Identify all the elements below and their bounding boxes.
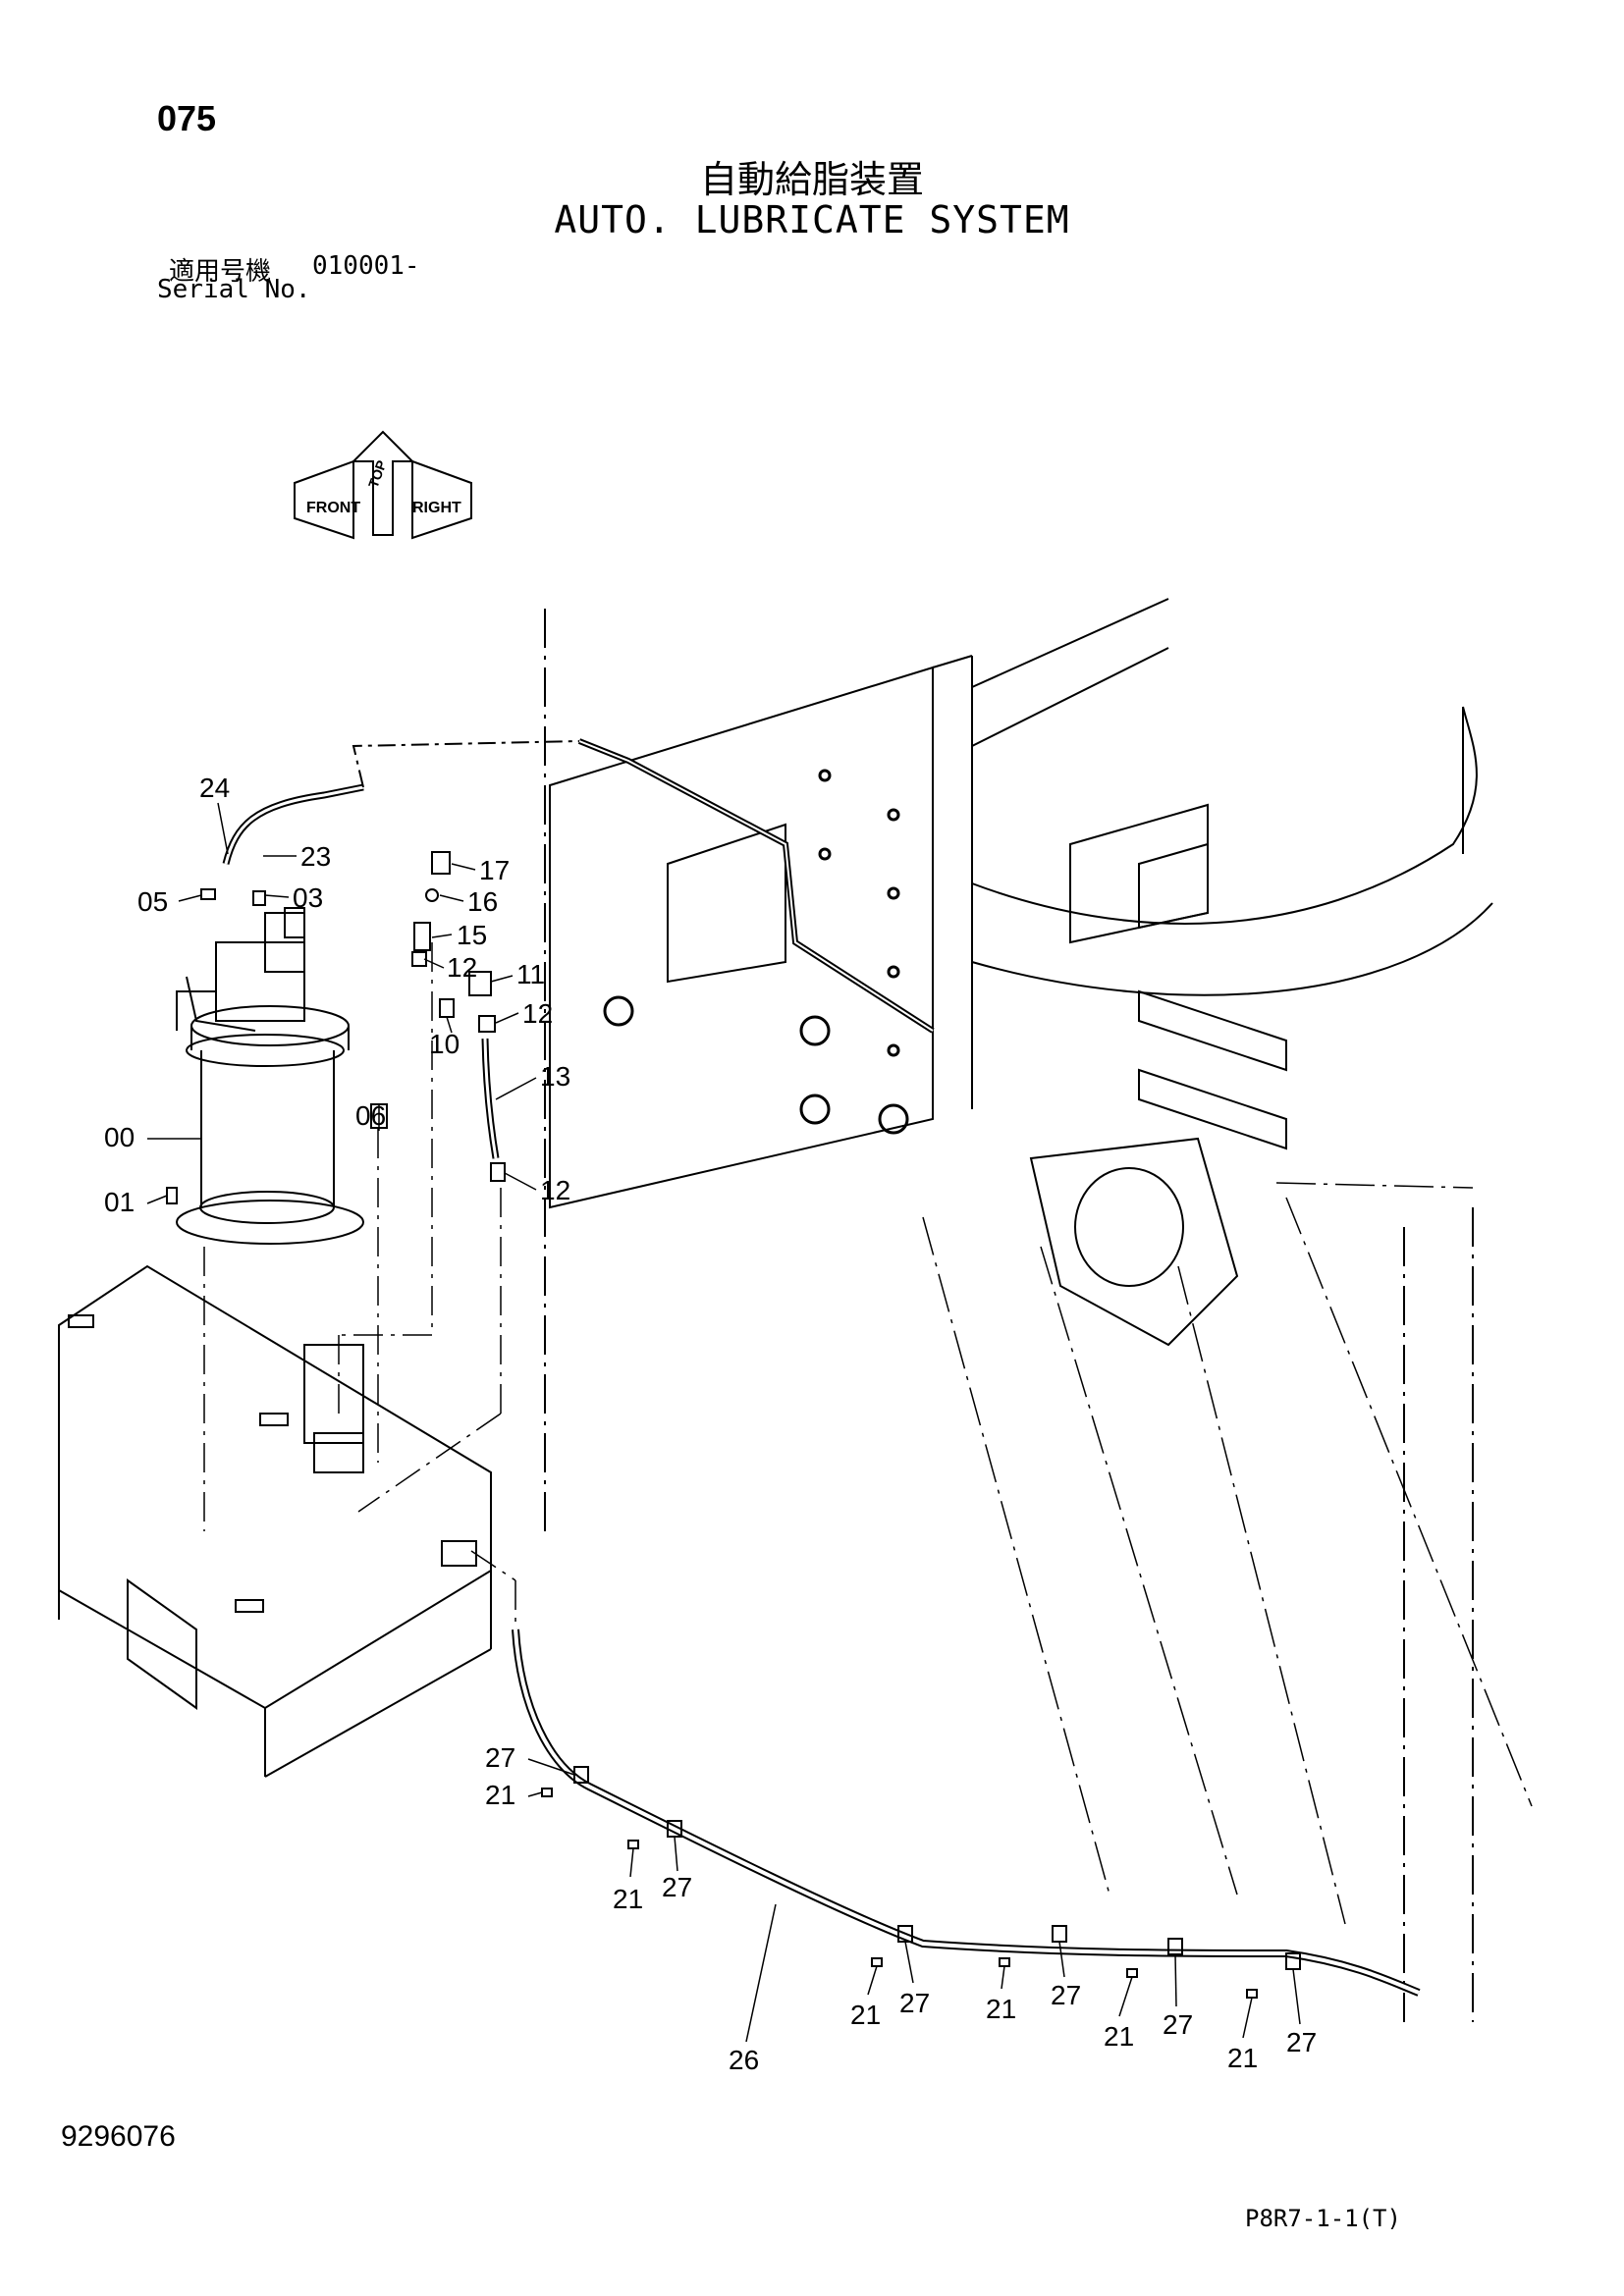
callout-label: 12 bbox=[447, 952, 477, 983]
callout-label: 21 bbox=[485, 1780, 515, 1810]
callout-label: 23 bbox=[300, 841, 331, 872]
leader-lines bbox=[203, 942, 516, 1629]
right-label: RIGHT bbox=[412, 500, 461, 516]
fittings bbox=[166, 851, 506, 1204]
callout-label: 21 bbox=[1104, 2021, 1134, 2052]
callout-label: 13 bbox=[540, 1061, 570, 1092]
right-arrow-icon bbox=[411, 459, 472, 540]
callout-label: 21 bbox=[850, 2000, 881, 2030]
callout-label: 00 bbox=[104, 1122, 135, 1152]
clamps bbox=[541, 1766, 1301, 1999]
page-number: 075 bbox=[157, 98, 217, 138]
front-arrow-icon bbox=[294, 459, 354, 540]
tank-box bbox=[58, 1264, 492, 1778]
callout-label: 15 bbox=[457, 920, 487, 950]
callout-label: 17 bbox=[479, 855, 510, 885]
callout-label: 21 bbox=[613, 1884, 643, 1914]
callout-label: 21 bbox=[1227, 2043, 1258, 2073]
title-english: AUTO. LUBRICATE SYSTEM bbox=[554, 198, 1070, 241]
top-label: TOP bbox=[365, 458, 390, 490]
callout-label: 10 bbox=[429, 1029, 460, 1059]
callout-labels: 24 23 05 03 17 16 15 12 11 12 10 13 00 0… bbox=[104, 773, 1317, 2075]
document-number: 9296076 bbox=[61, 2120, 176, 2153]
callout-label: 27 bbox=[485, 1742, 515, 1773]
callout-leaders bbox=[146, 802, 1301, 2043]
callout-label: 27 bbox=[1051, 1980, 1081, 2010]
machine-frame bbox=[544, 598, 1493, 2022]
callout-label: 16 bbox=[467, 886, 498, 917]
callout-label: 12 bbox=[522, 998, 553, 1029]
callout-label: 26 bbox=[729, 2045, 759, 2075]
top-arrow-icon bbox=[351, 430, 415, 536]
orientation-indicator: FRONT RIGHT TOP bbox=[294, 430, 472, 540]
page-code: P8R7-1-1(T) bbox=[1245, 2205, 1401, 2232]
lower-hose bbox=[512, 1629, 1421, 1997]
callout-label: 11 bbox=[516, 959, 545, 989]
callout-label: 27 bbox=[1286, 2027, 1317, 2057]
callout-label: 03 bbox=[293, 882, 323, 913]
serial-label-japanese: 適用号機 bbox=[169, 257, 272, 287]
callout-label: 27 bbox=[899, 1988, 930, 2018]
serial-label-english: Serial No. bbox=[157, 275, 311, 304]
grease-hose bbox=[222, 740, 580, 865]
serial-value: 010001- bbox=[312, 251, 420, 281]
title-japanese: 自動給脂装置 bbox=[699, 158, 924, 201]
callout-label: 05 bbox=[137, 886, 168, 917]
callout-label: 01 bbox=[104, 1187, 135, 1217]
callout-label: 21 bbox=[986, 1994, 1016, 2024]
front-label: FRONT bbox=[306, 500, 360, 516]
callout-label: 12 bbox=[540, 1175, 570, 1205]
clamp-leader-lines bbox=[922, 1182, 1533, 1925]
grease-pipe-frame bbox=[577, 738, 935, 1034]
grease-pump bbox=[176, 907, 364, 1245]
callout-label: 06 bbox=[355, 1100, 386, 1131]
callout-label: 27 bbox=[662, 1872, 692, 1902]
callout-label: 27 bbox=[1163, 2009, 1193, 2040]
callout-label: 24 bbox=[199, 773, 230, 803]
